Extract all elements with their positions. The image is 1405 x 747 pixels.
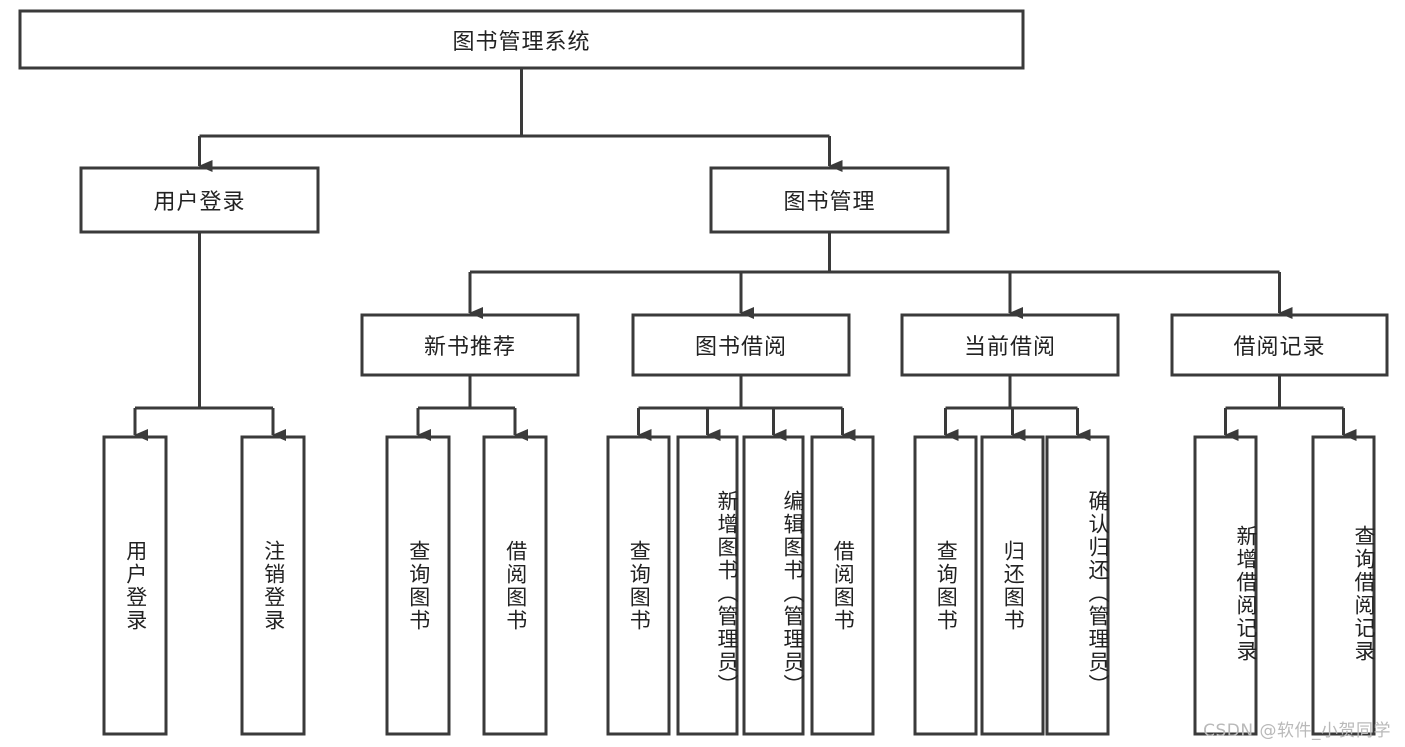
node-leaf-borrow-book-1[interactable]: [482, 435, 548, 736]
node-leaf-query-book-1[interactable]: [385, 435, 451, 736]
node-leaf-query-book-2[interactable]: [606, 435, 671, 736]
node-leaf-confirm-return[interactable]: [1045, 435, 1110, 736]
node-book-manage[interactable]: [709, 166, 950, 234]
node-book-borrow[interactable]: [631, 313, 851, 377]
node-user-login[interactable]: [79, 166, 320, 234]
node-new-book-recommend[interactable]: [360, 313, 580, 377]
watermark-text: CSDN @软件_小贺同学: [1203, 721, 1391, 741]
node-leaf-add-book[interactable]: [676, 435, 739, 736]
node-boxes-layer: [18, 9, 1389, 736]
node-leaf-borrow-book-2[interactable]: [810, 435, 875, 736]
node-current-borrow[interactable]: [900, 313, 1120, 377]
node-leaf-user-logout[interactable]: [240, 435, 306, 736]
node-leaf-query-book-3[interactable]: [913, 435, 978, 736]
node-leaf-user-login[interactable]: [102, 435, 168, 736]
node-leaf-edit-book[interactable]: [742, 435, 805, 736]
node-root-system[interactable]: [18, 9, 1025, 70]
node-leaf-query-record[interactable]: [1311, 435, 1376, 736]
node-leaf-return-book[interactable]: [980, 435, 1045, 736]
node-borrow-record[interactable]: [1170, 313, 1389, 377]
node-leaf-add-record[interactable]: [1193, 435, 1258, 736]
connectors-layer: [133, 68, 1357, 441]
